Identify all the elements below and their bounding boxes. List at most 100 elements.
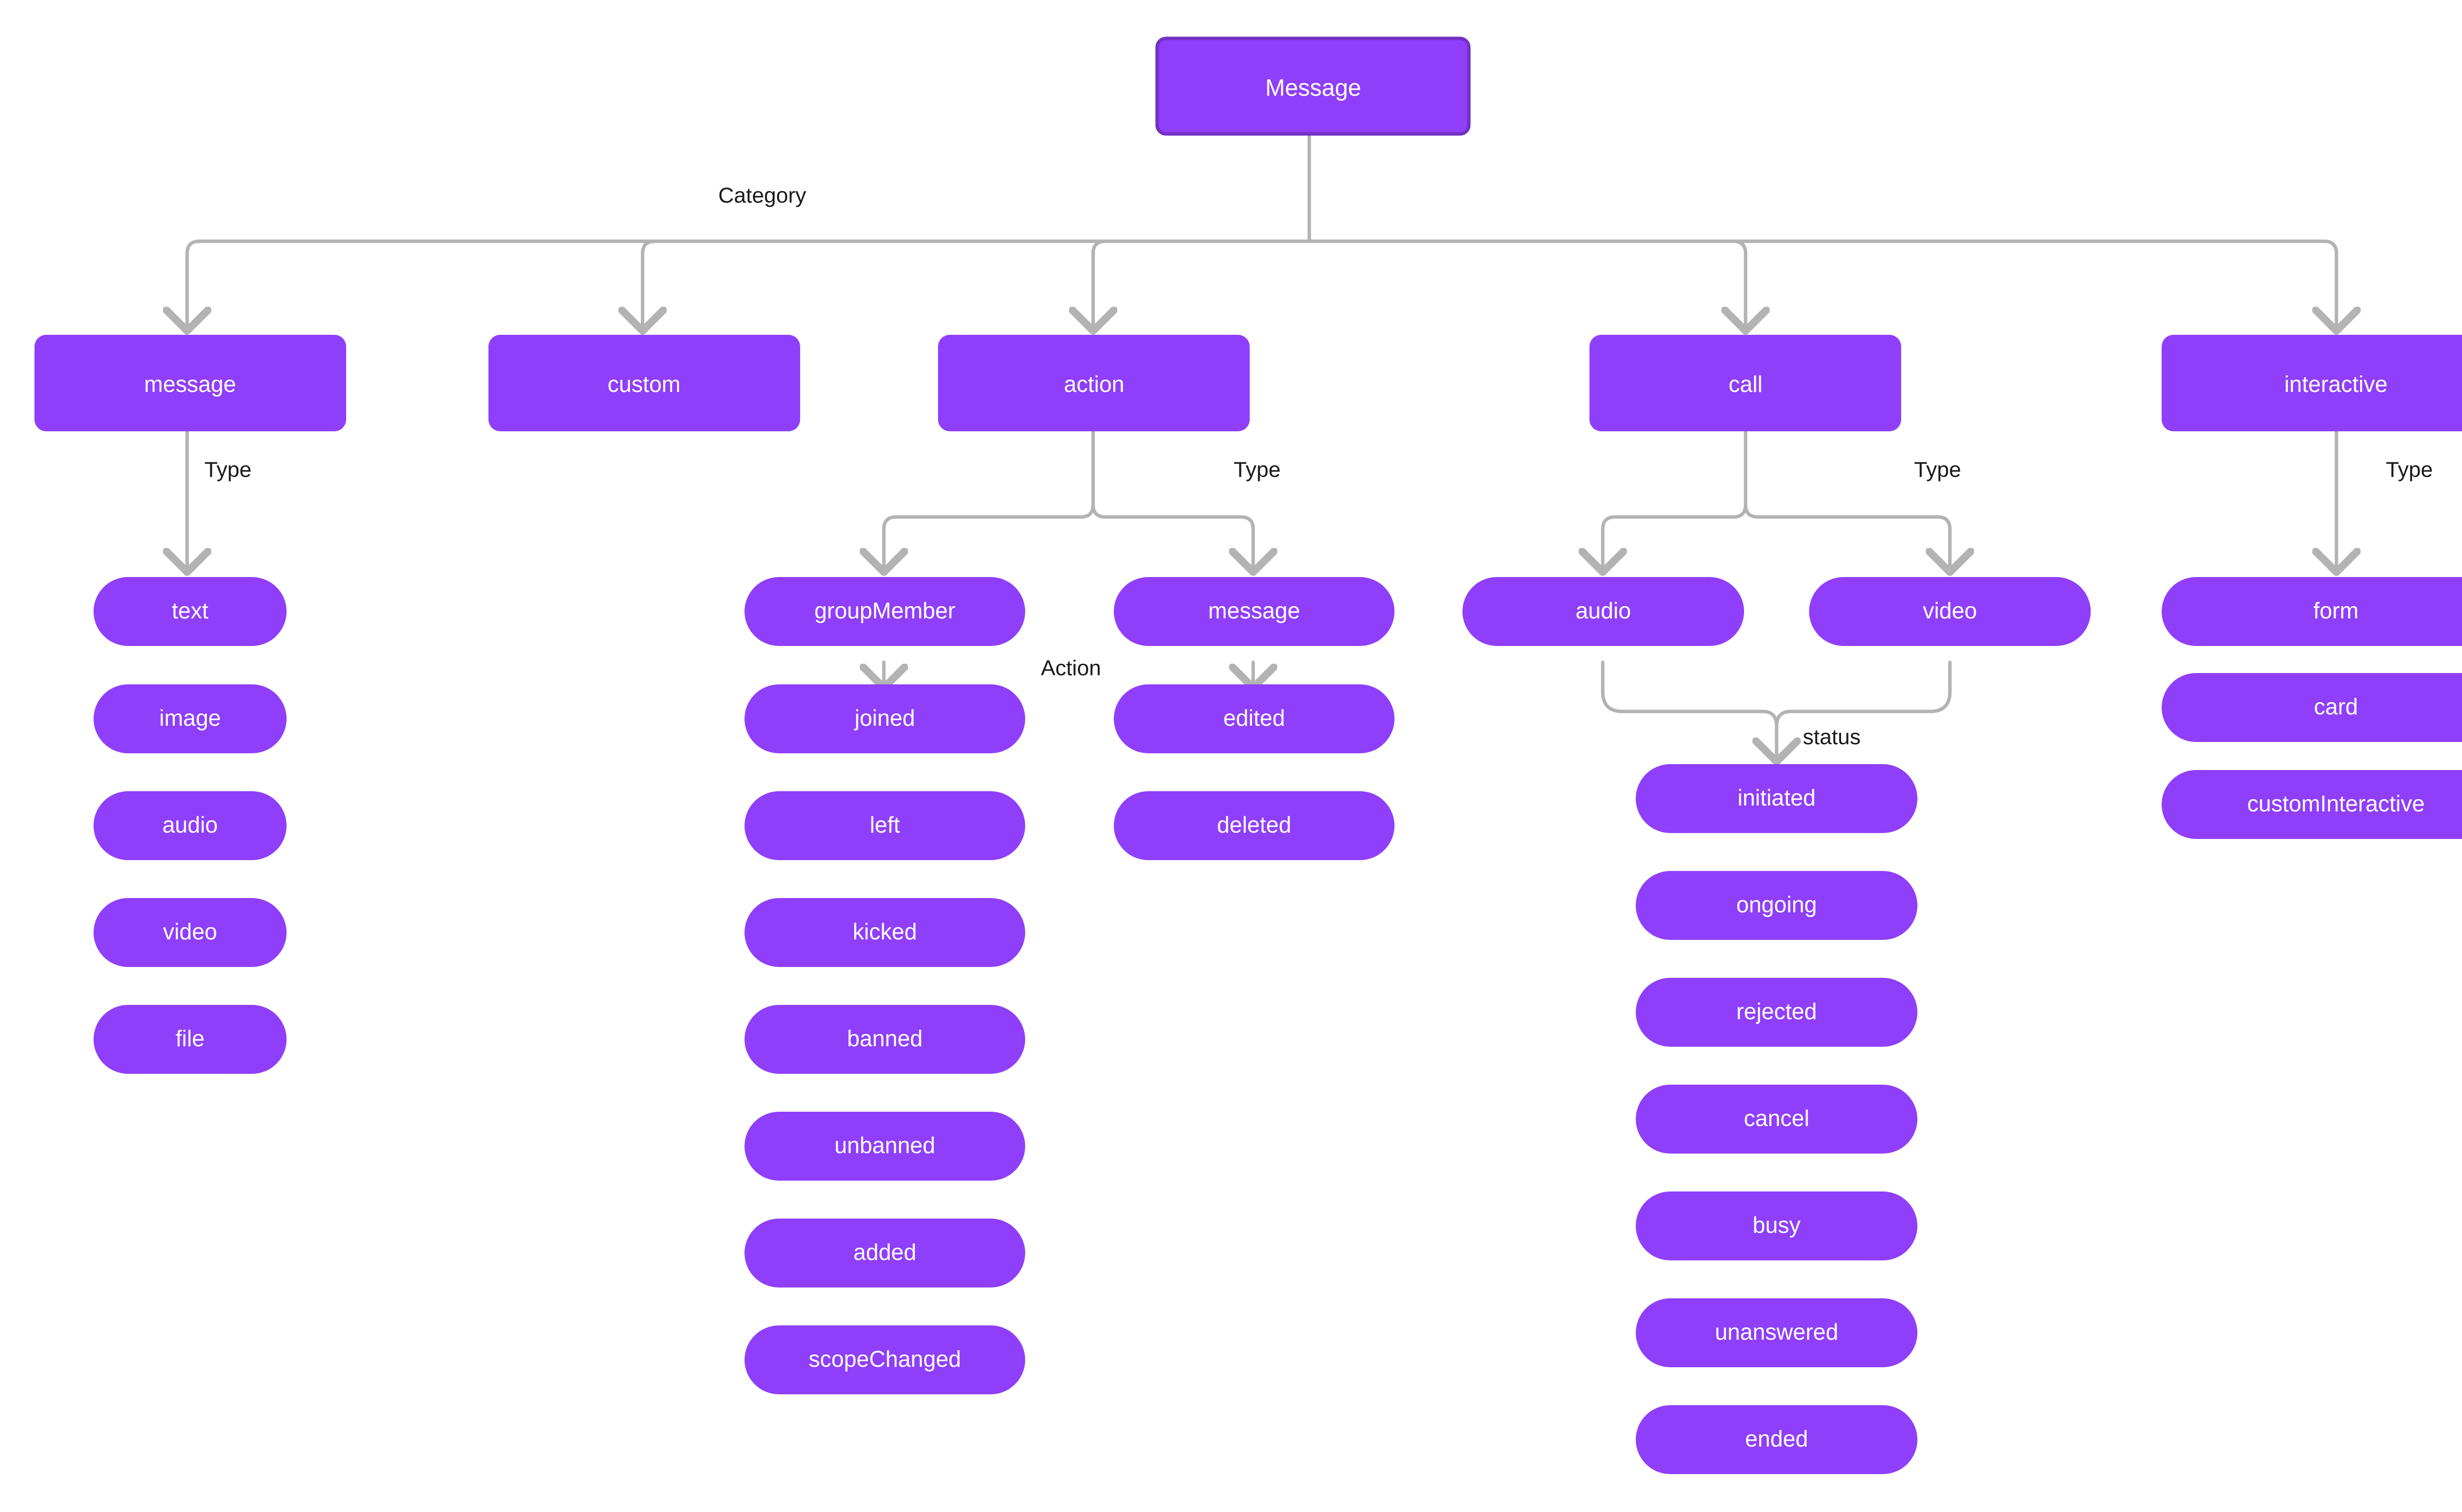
node-text-label: text [172,598,208,623]
node-call-audio-shape[interactable] [1462,577,1744,646]
node-deleted-shape[interactable] [1114,791,1394,860]
node-audio-msg-label: audio [162,812,218,837]
node-banned-label: banned [847,1026,923,1051]
node-video-msg-shape[interactable] [94,898,287,967]
node-category-action-shape[interactable] [938,335,1250,431]
node-groupmember-action-unbanned[interactable]: unbanned [745,1112,1025,1181]
edge-audio-to-status [1601,660,1779,740]
node-call-type-audio[interactable]: audio [1462,577,1744,646]
edge-label-interactive-type: Type [2386,458,2432,482]
node-file-shape[interactable] [94,1005,287,1074]
node-busy-shape[interactable] [1636,1191,1917,1260]
node-category-call-label: call [1728,371,1762,397]
node-call-status-cancel[interactable]: cancel [1636,1085,1917,1154]
node-file-label: file [176,1026,205,1051]
node-ended-shape[interactable] [1636,1405,1917,1474]
node-call-status-rejected[interactable]: rejected [1636,978,1917,1047]
node-cancel-label: cancel [1744,1105,1810,1131]
node-category-call-shape[interactable] [1589,335,1901,431]
edges-action-type: Type [884,429,1281,569]
node-image-shape[interactable] [94,684,287,753]
node-message-action-edited[interactable]: edited [1114,684,1394,753]
node-call-video-shape[interactable] [1809,577,2091,646]
node-message-type-file[interactable]: file [94,1005,287,1074]
node-interactive-type-card[interactable]: card [2162,673,2462,742]
node-custominteractive-shape[interactable] [2162,770,2462,839]
node-busy-label: busy [1752,1212,1800,1238]
node-kicked-label: kicked [853,919,917,944]
node-category-call[interactable]: call [1589,335,1901,431]
node-form-shape[interactable] [2162,577,2462,646]
edge-label-category: Category [718,184,807,208]
node-root-shape[interactable] [1155,36,1471,136]
node-message-action-deleted[interactable]: deleted [1114,791,1394,860]
node-category-action[interactable]: action [938,335,1250,431]
node-category-custom[interactable]: custom [488,335,800,431]
node-call-type-video[interactable]: video [1809,577,2091,646]
edges-interactive-type: Type [2336,429,2433,569]
node-action-message-label: message [1208,598,1300,623]
node-initiated-shape[interactable] [1636,764,1917,833]
node-text-shape[interactable] [94,577,287,646]
edges-groupmember-action: Action [884,656,1101,684]
node-call-status-unanswered[interactable]: unanswered [1636,1298,1917,1367]
node-cancel-shape[interactable] [1636,1085,1917,1154]
node-groupmember-label: groupMember [814,598,955,623]
node-category-interactive-label: interactive [2284,371,2388,397]
node-category-message-label: message [144,371,236,397]
node-category-custom-label: custom [608,371,680,397]
node-unanswered-shape[interactable] [1636,1298,1917,1367]
node-category-custom-shape[interactable] [488,335,800,431]
node-groupmember-action-kicked[interactable]: kicked [745,898,1025,967]
node-call-audio-label: audio [1576,598,1631,623]
node-rejected-shape[interactable] [1636,978,1917,1047]
node-groupmember-action-scopechanged[interactable]: scopeChanged [745,1325,1025,1394]
node-root[interactable]: Message [1155,36,1471,136]
node-call-status-busy[interactable]: busy [1636,1191,1917,1260]
node-banned-shape[interactable] [745,1005,1025,1074]
node-groupmember-action-left[interactable]: left [745,791,1025,860]
node-groupmember-shape[interactable] [745,577,1025,646]
node-card-shape[interactable] [2162,673,2462,742]
node-action-message-shape[interactable] [1114,577,1394,646]
edge-root-to-custom [643,239,1311,327]
edge-action-to-groupmember [884,503,1095,569]
node-edited-label: edited [1223,705,1285,731]
edge-action-to-message [1091,503,1253,569]
node-action-type-message[interactable]: message [1114,577,1394,646]
node-added-shape[interactable] [745,1219,1025,1287]
node-ongoing-shape[interactable] [1636,871,1917,940]
node-message-type-text[interactable]: text [94,577,287,646]
node-groupmember-action-joined[interactable]: joined [745,684,1025,753]
node-call-status-ongoing[interactable]: ongoing [1636,871,1917,940]
node-call-status-initiated[interactable]: initiated [1636,764,1917,833]
node-category-message-shape[interactable] [34,335,346,431]
edges-category: Category [187,132,2336,327]
node-interactive-type-custominteractive[interactable]: customInteractive [2162,770,2462,839]
node-groupmember-action-added[interactable]: added [745,1219,1025,1287]
node-message-type-video[interactable]: video [94,898,287,967]
edge-label-action-type: Type [1233,458,1280,482]
node-scopechanged-shape[interactable] [745,1325,1025,1394]
node-left-shape[interactable] [745,791,1025,860]
node-call-status-ended[interactable]: ended [1636,1405,1917,1474]
node-groupmember-action-banned[interactable]: banned [745,1005,1025,1074]
node-audio-msg-shape[interactable] [94,791,287,860]
node-unbanned-shape[interactable] [745,1112,1025,1181]
edge-root-to-message [187,239,1311,327]
node-action-type-groupmember[interactable]: groupMember [745,577,1025,646]
node-category-interactive-shape[interactable] [2162,335,2462,431]
node-rejected-label: rejected [1736,998,1817,1024]
edge-label-call-type: Type [1914,458,1961,482]
edge-video-to-status [1775,660,1952,740]
node-joined-shape[interactable] [745,684,1025,753]
node-category-message[interactable]: message [34,335,346,431]
node-kicked-shape[interactable] [745,898,1025,967]
edges-call-type: Type [1603,429,1961,569]
edge-label-action: Action [1041,656,1101,680]
node-message-type-image[interactable]: image [94,684,287,753]
node-interactive-type-form[interactable]: form [2162,577,2462,646]
node-edited-shape[interactable] [1114,684,1394,753]
node-category-interactive[interactable]: interactive [2162,335,2462,431]
node-message-type-audio[interactable]: audio [94,791,287,860]
